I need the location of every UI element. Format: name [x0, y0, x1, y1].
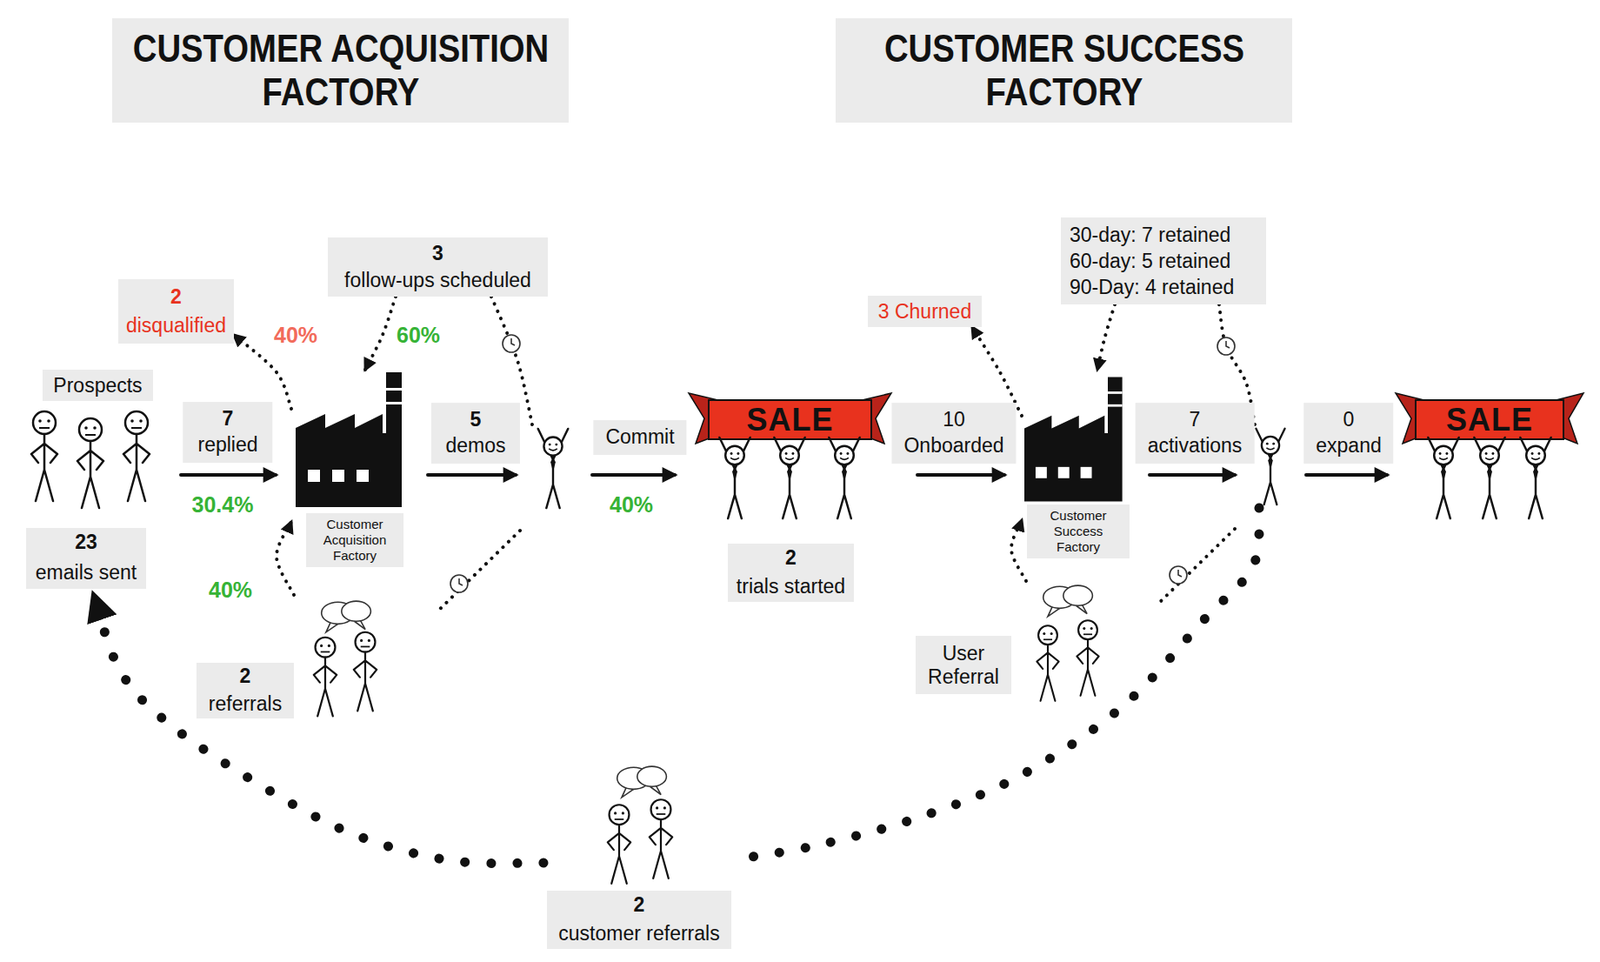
- referral-figure: [607, 804, 631, 884]
- cheering-person: [773, 437, 805, 519]
- flow-label: 0 expand: [1303, 402, 1394, 464]
- title-box: CUSTOMER SUCCESS FACTORY: [835, 18, 1293, 123]
- flow-label: 7 replied: [182, 401, 273, 463]
- node-text: 3: [327, 240, 548, 267]
- conversion-rate: 40%: [273, 322, 318, 348]
- speech-bubbles: [321, 600, 372, 633]
- conversion-rate: 30.4%: [192, 492, 254, 518]
- flow-label: 10 Onboarded: [891, 402, 1016, 464]
- node-subtext: customer referrals: [546, 918, 732, 949]
- person-node: [526, 424, 580, 512]
- sale-banner: SALE 2trials started: [686, 389, 894, 606]
- conversion-rate: 40%: [609, 492, 654, 518]
- node-text: CUSTOMER SUCCESS FACTORY: [829, 26, 1299, 114]
- flow-arrow: [1149, 473, 1235, 477]
- note-box: 2disqualified: [118, 279, 234, 344]
- node-text: SALE: [1420, 400, 1560, 440]
- person-node: [1248, 424, 1293, 508]
- cheering-person: [538, 428, 569, 508]
- referral-group: User Referral: [913, 580, 1110, 707]
- cheering-person: [719, 437, 750, 519]
- ribbon-band: [708, 400, 872, 440]
- node-text: Prospects: [42, 369, 154, 401]
- cheering-person: [1255, 428, 1285, 505]
- clock-icon: [502, 334, 520, 353]
- clock-icon: [1169, 566, 1187, 584]
- node-subtext: 60-day: 5 retained: [1060, 247, 1267, 274]
- prospect-figure: [31, 411, 58, 501]
- referral-figure: [313, 637, 337, 717]
- referral-group: 2customer referrals: [543, 763, 735, 952]
- cheering-person: [828, 437, 860, 519]
- title-box: CUSTOMER ACQUISITION FACTORY: [112, 18, 569, 123]
- clock-icon: [1217, 337, 1235, 355]
- cheering-person: [1473, 437, 1505, 519]
- node-text: CUSTOMER ACQUISITION FACTORY: [106, 26, 575, 114]
- referral-figure: [1036, 625, 1059, 701]
- node-text: 3 Churned: [867, 295, 982, 327]
- node-text: 2: [118, 282, 234, 311]
- flow-label: 7 activations: [1135, 402, 1255, 464]
- flow-arrow: [427, 473, 516, 477]
- flow-arrow: [180, 473, 276, 477]
- wait-line: [436, 530, 520, 613]
- node-subtext: 23: [26, 527, 147, 556]
- prospect-figure: [77, 418, 104, 508]
- dotted-connector: [93, 595, 544, 864]
- flow-arrow: [1306, 473, 1387, 477]
- clock-icon: [450, 574, 468, 593]
- node-subtext: referrals: [196, 688, 294, 719]
- dotted-connector: [1011, 520, 1027, 581]
- flow-label: Commit: [593, 420, 687, 455]
- node-subtext: disqualified: [118, 310, 234, 340]
- node-subtext: follow-ups scheduled: [327, 266, 548, 294]
- factory-icon: [295, 372, 402, 507]
- referral-group: 2referrals: [193, 594, 390, 722]
- cheering-person: [1520, 437, 1551, 519]
- flow-arrow: [592, 473, 675, 477]
- dotted-connector: [365, 296, 396, 370]
- note-box: 3 Churned: [867, 295, 982, 327]
- dotted-connector: [276, 521, 294, 595]
- node-subtext: 90-Day: 4 retained: [1060, 273, 1267, 300]
- prospects-group: Prospects 23emails sent: [17, 365, 166, 596]
- dotted-connector: [1097, 304, 1115, 370]
- node-text: 2: [546, 890, 732, 919]
- node-text: User Referral: [915, 635, 1012, 694]
- node-subtext: 2: [727, 543, 854, 572]
- note-box: 3follow-ups scheduled: [327, 237, 548, 297]
- referral-figure: [353, 632, 377, 712]
- node-text: 2: [196, 662, 294, 689]
- conversion-rate: 60%: [396, 322, 440, 348]
- cheering-person: [1427, 437, 1459, 519]
- prospect-figure: [123, 411, 150, 501]
- wait-line: [1156, 528, 1235, 606]
- node-text: Customer Acquisition Factory: [306, 513, 404, 567]
- sale-ribbon: [1395, 393, 1584, 444]
- speech-bubbles: [1043, 585, 1094, 617]
- node-text: 30-day: 7 retained: [1060, 221, 1267, 248]
- conversion-rate: 40%: [208, 577, 253, 603]
- speech-bubbles: [617, 766, 667, 798]
- factory-node: Customer Success Factory: [1021, 369, 1133, 563]
- node-text: Customer Success Factory: [1026, 504, 1130, 559]
- node-subtext: emails sent: [26, 555, 147, 589]
- referral-figure: [1076, 620, 1099, 696]
- flow-label: 5 demos: [431, 402, 520, 464]
- ribbon-band: [1415, 400, 1564, 440]
- sale-ribbon: [688, 393, 892, 444]
- sale-banner: SALE: [1393, 389, 1586, 520]
- retention-box: 30-day: 7 retained60-day: 5 retained90-D…: [1060, 217, 1267, 305]
- node-subtext: trials started: [727, 571, 854, 602]
- factory-node: Customer Acquisition Factory: [291, 369, 418, 570]
- flow-arrow: [917, 473, 1005, 477]
- referral-figure: [649, 799, 673, 879]
- node-text: SALE: [713, 400, 867, 440]
- factory-icon: [1024, 376, 1123, 501]
